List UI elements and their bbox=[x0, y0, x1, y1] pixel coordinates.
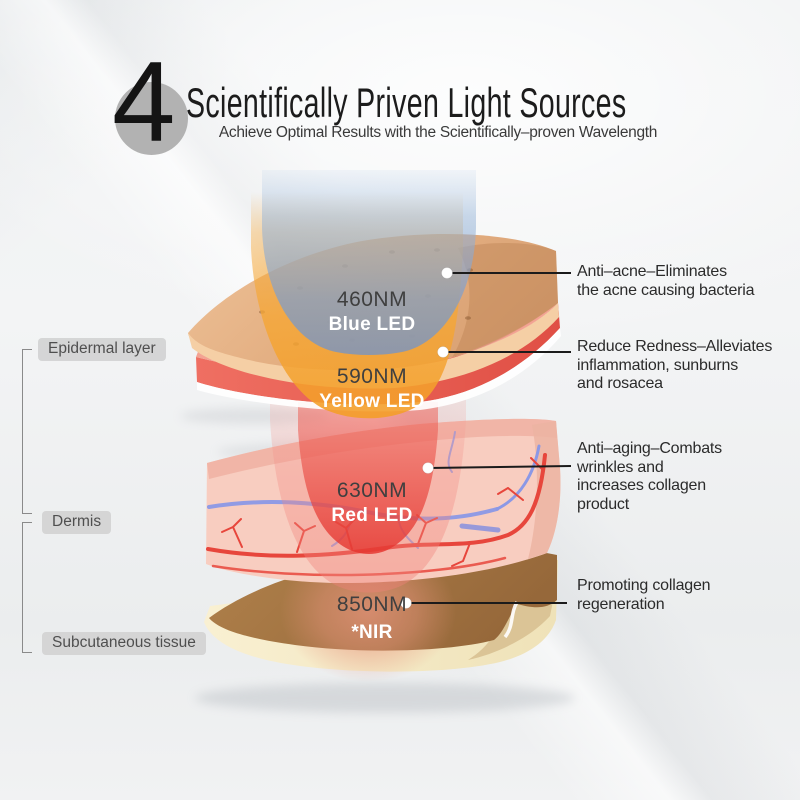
benefit-blue-led: Anti–acne–Eliminates the acne causing ba… bbox=[577, 263, 755, 300]
benefit-red-led: Anti–aging–Combats wrinkles and increase… bbox=[577, 440, 722, 514]
wavelength-label-yellow: 590NM Yellow LED bbox=[292, 365, 452, 413]
annotation-connectors bbox=[400, 267, 572, 609]
big-number: 4 bbox=[112, 39, 176, 166]
wavelength-label-blue: 460NM Blue LED bbox=[292, 288, 452, 336]
layer-label-epidermis: Epidermal layer bbox=[38, 338, 166, 361]
benefit-line: Anti–acne–Eliminates bbox=[577, 263, 727, 280]
led-name: *NIR bbox=[351, 622, 393, 643]
benefit-line: increases collagen bbox=[577, 477, 706, 494]
layer-label-subcutaneous: Subcutaneous tissue bbox=[42, 632, 206, 655]
epidermis-dermis-bracket bbox=[22, 349, 32, 514]
number-badge-circle bbox=[115, 82, 188, 155]
benefit-line: Reduce Redness–Alleviates bbox=[577, 338, 773, 355]
benefit-line: regeneration bbox=[577, 595, 665, 613]
benefit-nir: Promoting collagen regeneration bbox=[577, 577, 711, 614]
blue-light-beam bbox=[262, 170, 476, 355]
wavelength-label-red: 630NM Red LED bbox=[292, 479, 452, 527]
benefit-yellow-led: Reduce Redness–Alleviates inflammation, … bbox=[577, 338, 772, 394]
annotation-dots bbox=[400, 267, 453, 609]
wavelength-value: 850NM bbox=[336, 593, 408, 616]
wavelength-value: 630NM bbox=[336, 479, 408, 502]
page-title: Scientifically Priven Light Sources bbox=[186, 79, 627, 126]
led-name: Red LED bbox=[331, 505, 413, 526]
wavelength-value: 590NM bbox=[336, 365, 408, 388]
led-name: Yellow LED bbox=[319, 391, 425, 412]
benefit-line: product bbox=[577, 495, 629, 513]
layer-label-dermis: Dermis bbox=[42, 511, 112, 534]
benefit-line: wrinkles and bbox=[577, 458, 664, 476]
red-light-beam bbox=[270, 394, 466, 593]
dermis-subcutaneous-bracket bbox=[22, 522, 32, 653]
benefit-line: Promoting collagen bbox=[577, 577, 711, 594]
benefit-line: inflammation, sunburns bbox=[577, 356, 739, 374]
wavelength-label-nir: 850NM *NIR bbox=[292, 593, 452, 644]
led-name: Blue LED bbox=[328, 314, 416, 335]
benefit-line: the acne causing bacteria bbox=[577, 281, 755, 299]
page-subtitle: Achieve Optimal Results with the Scienti… bbox=[218, 124, 658, 141]
benefit-line: Anti–aging–Combats bbox=[577, 440, 722, 457]
benefit-line: and rosacea bbox=[577, 375, 663, 392]
wavelength-value: 460NM bbox=[336, 288, 408, 311]
